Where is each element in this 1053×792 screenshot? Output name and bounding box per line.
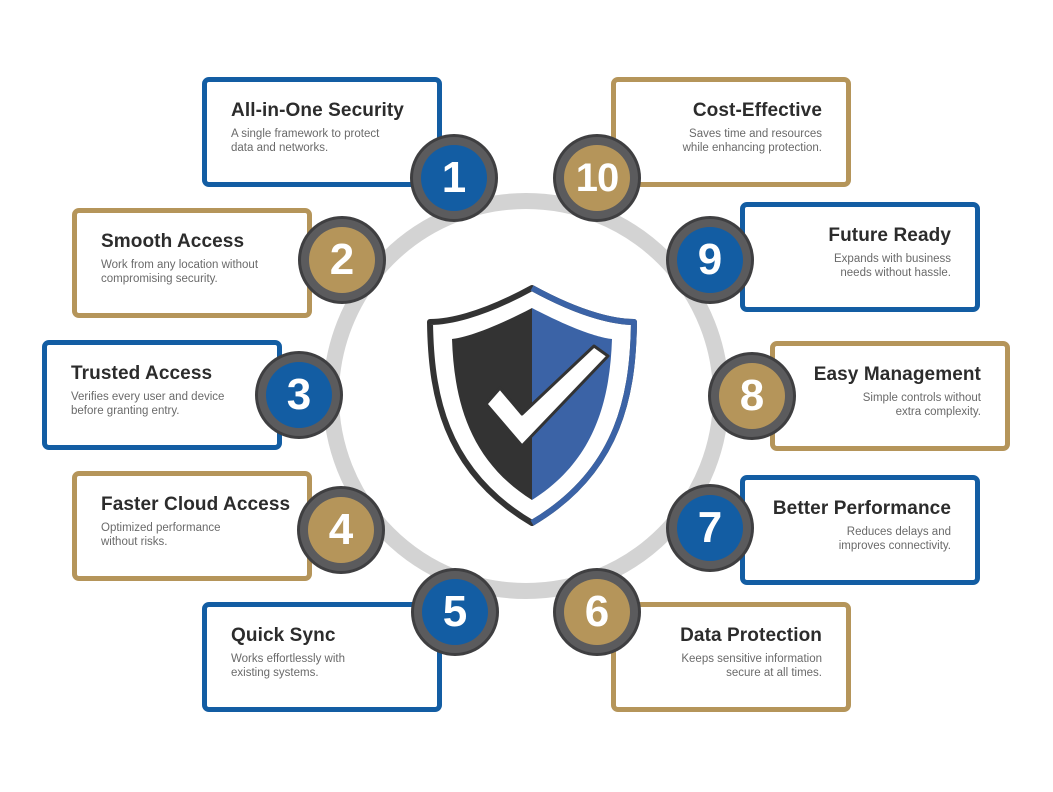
- badge-number: 5: [442, 587, 468, 636]
- number-badge-9: 9: [666, 216, 754, 304]
- feature-card-9: Future Ready Expands with business needs…: [740, 202, 980, 312]
- feature-card-6: Data Protection Keeps sensitive informat…: [611, 602, 851, 712]
- badge-number: 2: [329, 235, 355, 284]
- feature-card-4: Faster Cloud Access Optimized performanc…: [72, 471, 312, 581]
- badge-number: 4: [328, 505, 354, 554]
- badge-number: 9: [697, 235, 723, 284]
- feature-card-7: Better Performance Reduces delays and im…: [740, 475, 980, 585]
- number-badge-3: 3: [255, 351, 343, 439]
- number-badge-4: 4: [297, 486, 385, 574]
- number-badge-6: 6: [553, 568, 641, 656]
- number-badge-8: 8: [708, 352, 796, 440]
- feature-title: Quick Sync: [231, 625, 336, 646]
- badge-number: 6: [584, 587, 610, 636]
- feature-description: A single framework to protect data and n…: [231, 128, 380, 154]
- feature-description: Optimized performance without risks.: [101, 522, 221, 548]
- feature-title: Trusted Access: [71, 363, 213, 384]
- number-badge-10: 10: [553, 134, 641, 222]
- badge-number: 3: [286, 370, 312, 419]
- feature-title: Smooth Access: [101, 231, 245, 252]
- shield-outer-rim-right: [530, 285, 637, 526]
- badge-number: 7: [697, 503, 723, 552]
- badge-number: 10: [575, 156, 619, 200]
- feature-card-10: Cost-Effective Saves time and resources …: [611, 77, 851, 187]
- feature-title: Easy Management: [813, 364, 981, 385]
- shield-check-icon: [427, 285, 637, 526]
- feature-description: Saves time and resources while enhancing…: [682, 128, 822, 154]
- feature-description: Simple controls without extra complexity…: [862, 392, 981, 418]
- badge-number: 1: [441, 153, 467, 202]
- feature-description: Reduces delays and improves connectivity…: [838, 526, 951, 552]
- feature-description: Expands with business needs without hass…: [834, 253, 951, 279]
- feature-description: Work from any location without compromis…: [101, 259, 259, 285]
- badge-number: 8: [739, 371, 765, 420]
- feature-title: Better Performance: [772, 498, 951, 519]
- feature-card-2: Smooth Access Work from any location wit…: [72, 208, 312, 318]
- number-badge-5: 5: [411, 568, 499, 656]
- number-badge-1: 1: [410, 134, 498, 222]
- feature-card-8: Easy Management Simple controls without …: [770, 341, 1010, 451]
- number-badge-2: 2: [298, 216, 386, 304]
- feature-description: Keeps sensitive information secure at al…: [681, 653, 822, 679]
- feature-card-3: Trusted Access Verifies every user and d…: [42, 340, 282, 450]
- feature-description: Verifies every user and device before gr…: [71, 391, 225, 417]
- check-mark: [484, 344, 610, 448]
- feature-title: All-in-One Security: [231, 100, 404, 121]
- feature-card-1: All-in-One Security A single framework t…: [202, 77, 442, 187]
- feature-title: Cost-Effective: [692, 100, 822, 121]
- feature-title: Future Ready: [828, 225, 951, 246]
- feature-description: Works effortlessly with existing systems…: [231, 653, 345, 679]
- feature-card-5: Quick Sync Works effortlessly with exist…: [202, 602, 442, 712]
- feature-title: Data Protection: [680, 625, 822, 646]
- feature-title: Faster Cloud Access: [101, 494, 291, 515]
- number-badge-7: 7: [666, 484, 754, 572]
